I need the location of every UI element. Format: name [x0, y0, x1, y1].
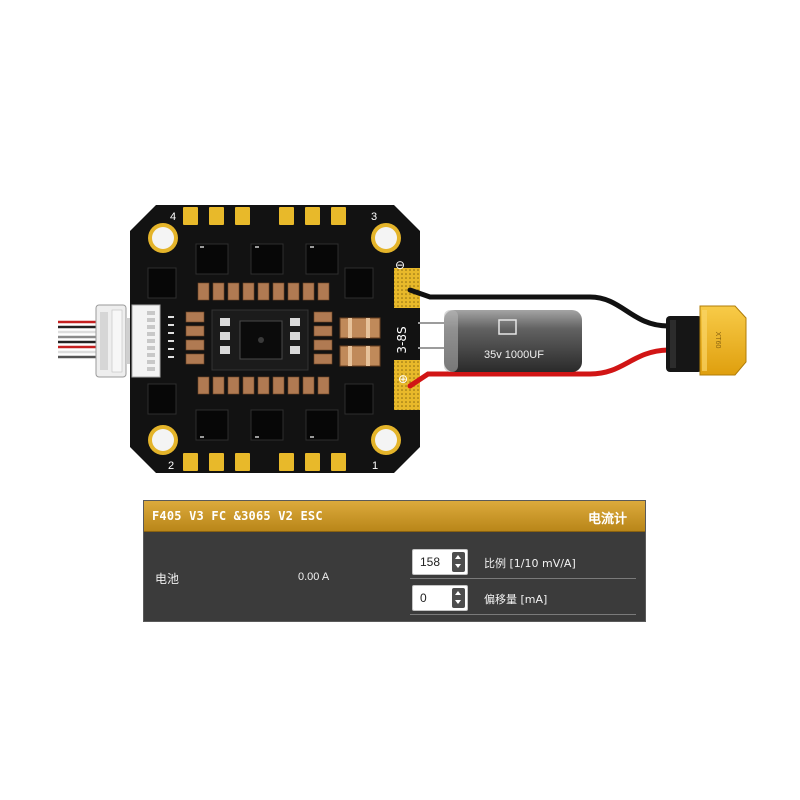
offset-input[interactable]: [413, 586, 451, 610]
motor-label-4: 4: [170, 211, 176, 223]
positive-symbol: ⊕: [398, 372, 408, 386]
arrow-up-icon: [455, 591, 461, 595]
arrow-down-icon: [455, 564, 461, 568]
current-meter-panel: F405 V3 FC &3065 V2 ESC 电流计 电池 0.00 A 比例…: [143, 500, 646, 622]
motor-label-2: 2: [168, 460, 174, 472]
motor-pads-top: [183, 207, 346, 225]
motor-label-1: 1: [372, 460, 378, 472]
offset-spinner[interactable]: [412, 585, 468, 611]
scale-increment-button[interactable]: [452, 552, 465, 562]
silkscreen-marks: [168, 316, 174, 358]
signal-cable: [58, 304, 133, 378]
passive-components-bottom: [197, 376, 330, 395]
passive-components-top: [197, 282, 330, 301]
arrow-down-icon: [455, 600, 461, 604]
divider: [410, 614, 636, 615]
mounting-holes: [148, 223, 401, 455]
scale-input[interactable]: [413, 550, 451, 574]
positive-wire: [407, 347, 671, 389]
panel-body: 电池 0.00 A 比例 [1/10 mV/A]: [144, 531, 645, 621]
scale-spinner[interactable]: [412, 549, 468, 575]
panel-title: F405 V3 FC &3065 V2 ESC: [152, 509, 323, 523]
mosfets: [147, 243, 374, 441]
voltage-rating-label: 3-8S: [395, 326, 409, 353]
esc-board: 4 3 2 1: [130, 205, 420, 473]
panel-header: F405 V3 FC &3065 V2 ESC 电流计: [144, 501, 645, 532]
xt60-connector: XT60: [666, 305, 747, 376]
offset-increment-button[interactable]: [452, 588, 465, 598]
capacitor-label: 35v 1000UF: [484, 349, 544, 361]
motor-pads-bottom: [183, 453, 346, 471]
xt60-label: XT60: [714, 332, 721, 349]
mosfet-tabs: [200, 246, 314, 438]
offset-decrement-button[interactable]: [452, 598, 465, 608]
esc-controller-chip: [211, 309, 309, 371]
offset-stepper: [452, 588, 465, 608]
negative-symbol: ⊖: [395, 258, 405, 272]
offset-label: 偏移量 [mA]: [484, 593, 548, 606]
scale-decrement-button[interactable]: [452, 562, 465, 572]
current-reading: 0.00 A: [298, 571, 330, 583]
power-filter-components: [339, 317, 381, 367]
arrow-up-icon: [455, 555, 461, 559]
signal-socket: [131, 304, 161, 378]
panel-section-title: 电流计: [587, 512, 627, 527]
scale-label: 比例 [1/10 mV/A]: [484, 557, 576, 570]
battery-negative-pad: [394, 268, 420, 308]
capacitor: 35v 1000UF: [418, 310, 582, 372]
divider: [410, 578, 636, 579]
battery-meter-label: 电池: [155, 572, 180, 586]
negative-wire: [407, 287, 671, 329]
motor-label-3: 3: [371, 211, 377, 223]
scale-stepper: [452, 552, 465, 572]
passive-components-sides: [185, 311, 333, 365]
